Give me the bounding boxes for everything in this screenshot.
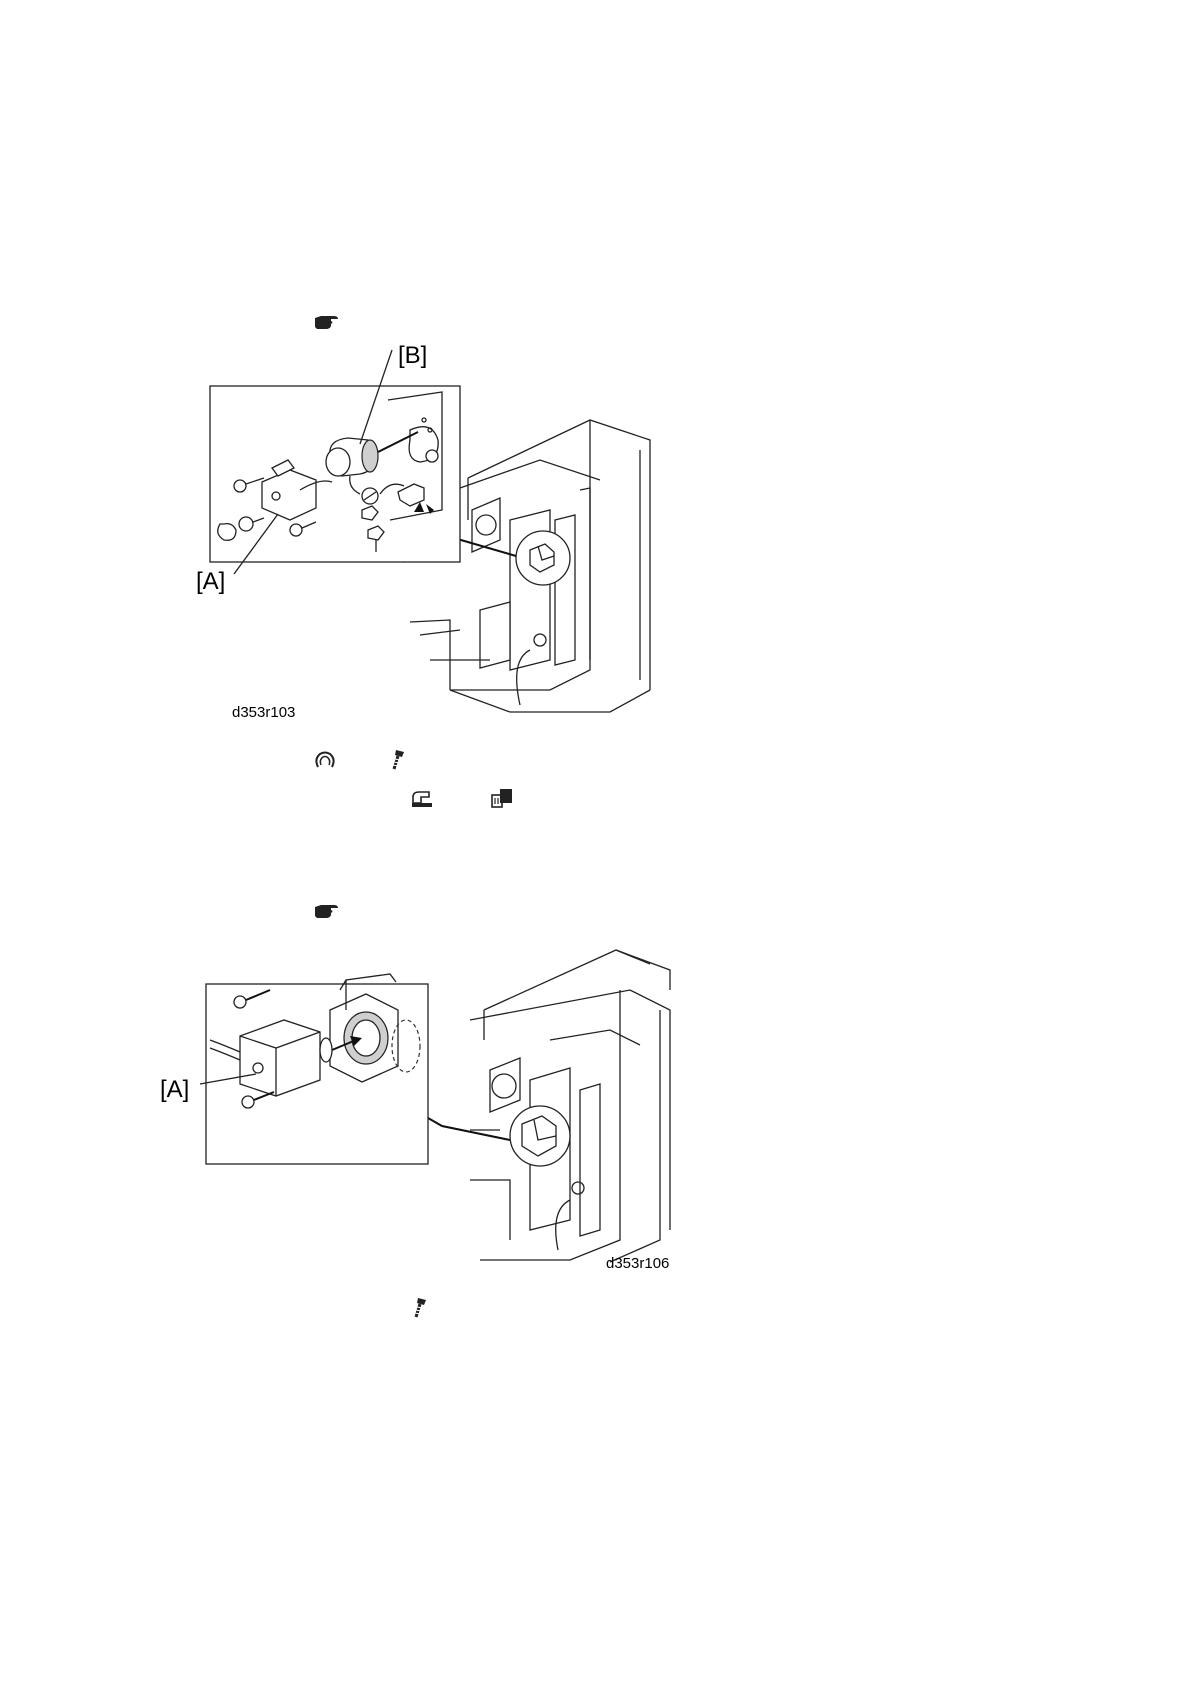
figure-1-drawing xyxy=(210,360,690,730)
screw-icon xyxy=(414,1297,428,1319)
figure-2-code: d353r106 xyxy=(606,1255,669,1272)
figure-1-code: d353r103 xyxy=(232,704,295,721)
figure-2-label-a: [A] xyxy=(160,1076,189,1104)
pointing-hand-icon xyxy=(314,902,342,920)
harness-clamp-icon xyxy=(411,789,435,809)
figure-1-label-a: [A] xyxy=(196,568,225,596)
clip-icon xyxy=(314,751,336,771)
figure-1: [B] [A] d353r103 xyxy=(210,360,690,730)
pointing-hand-icon xyxy=(314,313,342,331)
connector-icon xyxy=(490,787,514,809)
figure-1-label-b: [B] xyxy=(398,342,427,370)
screw-icon xyxy=(392,749,406,771)
figure-2-drawing xyxy=(170,950,690,1280)
figure-2: [A] d353r106 xyxy=(170,950,690,1280)
